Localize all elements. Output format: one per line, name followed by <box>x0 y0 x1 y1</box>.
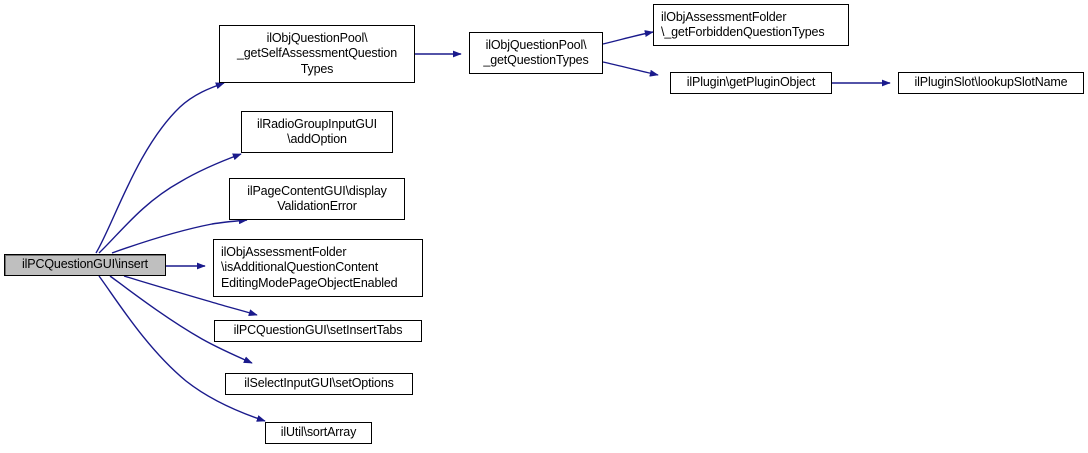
graph-node-n_questiontypes[interactable]: ilObjQuestionPool\_getQuestionTypes <box>469 32 603 74</box>
edge-root-to-n_selfassess <box>95 82 225 254</box>
graph-node-n_sortarray[interactable]: ilUtil\sortArray <box>265 422 372 444</box>
graph-node-label-line: ilSelectInputGUI\setOptions <box>244 376 394 391</box>
graph-node-label-line: ilPCQuestionGUI\setInsertTabs <box>233 323 403 338</box>
graph-node-label-line: ilObjQuestionPool\ <box>485 37 587 52</box>
graph-node-label-line: ilPlugin\getPluginObject <box>686 75 816 90</box>
graph-node-label-line: ilPageContentGUI\display <box>247 183 387 198</box>
graph-node-n_lookupslot[interactable]: ilPluginSlot\lookupSlotName <box>898 72 1084 94</box>
edge-n_questiontypes-to-n_getplugin <box>602 61 659 77</box>
graph-node-label-line: ValidationError <box>277 199 357 213</box>
graph-node-label-line: ilRadioGroupInputGUI <box>257 116 377 131</box>
graph-node-label-line: \addOption <box>287 132 347 146</box>
graph-node-label-line: ilPluginSlot\lookupSlotName <box>914 75 1068 90</box>
graph-node-label-line: ilObjAssessmentFolder <box>661 9 787 24</box>
graph-node-label-line: \_getForbiddenQuestionTypes <box>661 25 825 39</box>
graph-node-n_radiogroup[interactable]: ilRadioGroupInputGUI\addOption <box>241 111 393 153</box>
graph-node-label-line: ilObjAssessmentFolder <box>221 244 347 259</box>
graph-node-n_setinserttabs[interactable]: ilPCQuestionGUI\setInsertTabs <box>214 320 422 342</box>
graph-node-label-line: _getSelfAssessmentQuestion <box>236 46 398 61</box>
graph-node-n_getplugin[interactable]: ilPlugin\getPluginObject <box>670 72 832 94</box>
graph-node-label-line: _getQuestionTypes <box>483 53 589 67</box>
graph-node-label-line: ilPCQuestionGUI\insert <box>22 257 148 272</box>
graph-node-label-line: \isAdditionalQuestionContent <box>221 260 379 275</box>
graph-node-n_forbidden[interactable]: ilObjAssessmentFolder\_getForbiddenQuest… <box>653 4 849 46</box>
graph-node-label-line: ilObjQuestionPool\ <box>266 30 368 45</box>
graph-node-label-line: Types <box>300 61 334 76</box>
graph-node-label-line: ilUtil\sortArray <box>280 425 357 440</box>
graph-node-label-line: EditingModePageObjectEnabled <box>221 275 398 290</box>
edge-root-to-n_sortarray <box>98 275 266 422</box>
graph-node-n_setoptions[interactable]: ilSelectInputGUI\setOptions <box>225 373 413 395</box>
graph-node-n_selfassess[interactable]: ilObjQuestionPool\_getSelfAssessmentQues… <box>219 25 415 83</box>
graph-node-root[interactable]: ilPCQuestionGUI\insert <box>4 254 166 276</box>
edge-n_questiontypes-to-n_forbidden <box>602 30 654 45</box>
graph-node-n_assessfolder[interactable]: ilObjAssessmentFolder\isAdditionalQuesti… <box>213 239 423 297</box>
